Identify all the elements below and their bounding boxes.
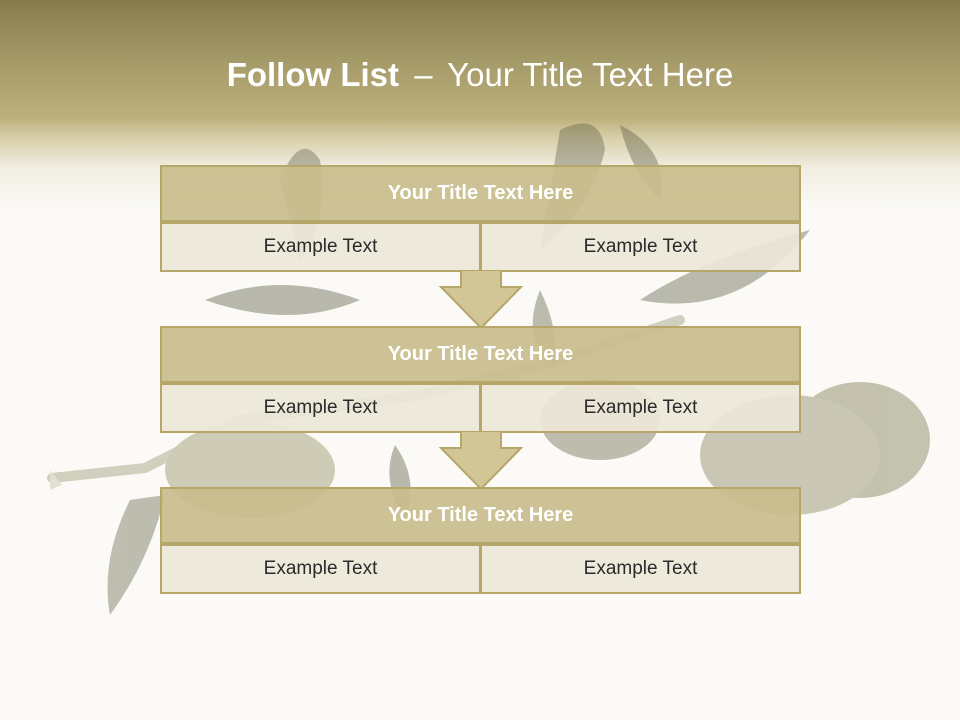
title-rest-part: Your Title Text Here — [447, 56, 734, 93]
slide-title: Follow List – Your Title Text Here — [0, 52, 960, 98]
step-box-right-cell: Example Text — [480, 383, 801, 433]
step-box-2: Your Title Text Here Example Text Exampl… — [160, 326, 801, 433]
step-box-title: Your Title Text Here — [160, 487, 801, 544]
step-box-right-cell: Example Text — [480, 544, 801, 594]
down-arrow-icon — [438, 431, 524, 491]
step-box-3: Your Title Text Here Example Text Exampl… — [160, 487, 801, 594]
step-box-title: Your Title Text Here — [160, 165, 801, 222]
step-box-left-cell: Example Text — [160, 222, 481, 272]
step-box-1: Your Title Text Here Example Text Exampl… — [160, 165, 801, 272]
down-arrow-icon — [438, 270, 524, 330]
title-bold-part: Follow List — [226, 56, 400, 93]
step-box-left-cell: Example Text — [160, 383, 481, 433]
title-separator: – — [414, 56, 433, 93]
step-box-right-cell: Example Text — [480, 222, 801, 272]
step-box-left-cell: Example Text — [160, 544, 481, 594]
step-box-title: Your Title Text Here — [160, 326, 801, 383]
